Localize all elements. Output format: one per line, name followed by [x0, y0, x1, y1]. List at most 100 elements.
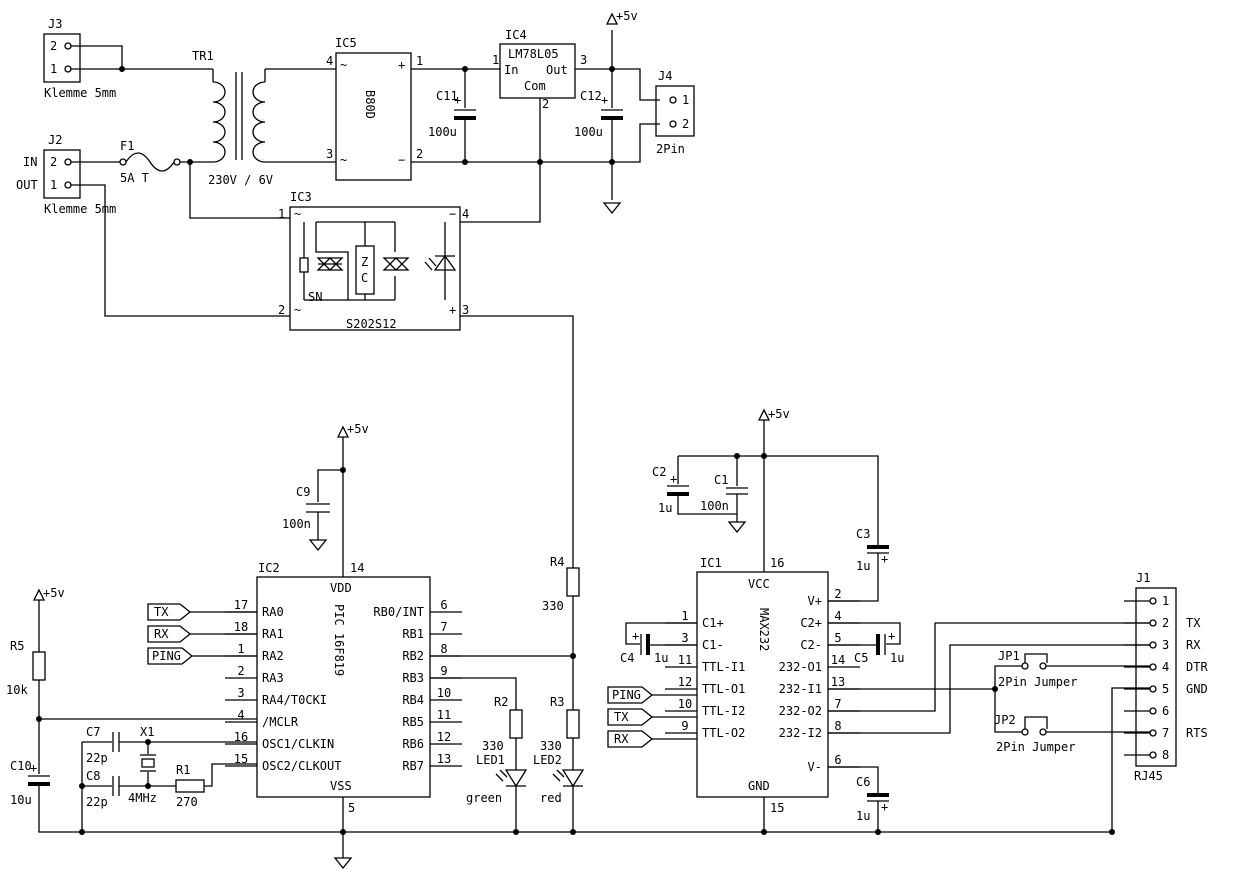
jp2-value: 2Pin Jumper [996, 740, 1075, 754]
ic2-pin-name: RB7 [402, 759, 424, 773]
vcc-label-3: +5v [43, 586, 65, 600]
svg-text:TX: TX [154, 605, 169, 619]
j4-value: 2Pin [656, 142, 685, 156]
led2: LED2 red [533, 753, 585, 805]
c3-ref: C3 [856, 527, 870, 541]
ic2-pin-number: 6 [440, 598, 447, 612]
c2-ref: C2 [652, 465, 666, 479]
j1-pin-signal: TX [1186, 616, 1201, 630]
ic1-pin-name: TTL-O1 [702, 682, 745, 696]
svg-text:+: + [632, 629, 639, 643]
ic1-pin-number: 5 [834, 631, 841, 645]
capacitor-c10: + C10 10u [10, 759, 50, 807]
r1-value: 270 [176, 795, 198, 809]
c2-value: 1u [658, 501, 672, 515]
ic4-com: Com [524, 79, 546, 93]
r4-ref: R4 [550, 555, 564, 569]
ic1-pin-name: 232-O2 [779, 704, 822, 718]
microcontroller-ic2: IC2 VDD 14 VSS 5 PIC 16F819 [256, 561, 431, 815]
ic2-pin-name: RA2 [262, 649, 284, 663]
ic1-pin-5: 5C2- [800, 631, 860, 652]
vcc-label-2: +5v [347, 422, 369, 436]
svg-text:+: + [449, 303, 456, 317]
ic1-gnd-pin: 15 [770, 801, 784, 815]
c4-value: 1u [654, 651, 668, 665]
j2-ref: J2 [48, 133, 62, 147]
j2-value: Klemme 5mm [44, 202, 116, 216]
ic1-pin-number: 14 [831, 653, 845, 667]
led2-ref: LED2 [533, 753, 562, 767]
ic2-pin-number: 16 [234, 730, 248, 744]
resistor-r1: R1 270 [175, 763, 205, 809]
ic1-pin-number: 12 [678, 675, 692, 689]
jp2-ref: JP2 [994, 713, 1016, 727]
port-rx-1: RX [147, 625, 192, 643]
ic2-pin-name: RA0 [262, 605, 284, 619]
ic2-pin-number: 10 [437, 686, 451, 700]
ic1-pin-number: 2 [834, 587, 841, 601]
j1-pin-number: 5 [1162, 682, 1169, 696]
c4-ref: C4 [620, 651, 634, 665]
ic1-pin-number: 13 [831, 675, 845, 689]
ic4-in: In [504, 63, 518, 77]
ic1-pin-number: 6 [834, 753, 841, 767]
ic2-value: PIC 16F819 [332, 604, 346, 676]
ic2-pin-name: RB4 [402, 693, 424, 707]
c7-value: 22p [86, 751, 108, 765]
ic2-pin-name: RB1 [402, 627, 424, 641]
connector-j2: J2 2 1 IN OUT Klemme 5mm [16, 133, 116, 216]
j3-ref: J3 [48, 17, 62, 31]
c6-value: 1u [856, 809, 870, 823]
resistor-r4: R4 330 [542, 555, 580, 613]
ic1-value: MAX232 [757, 608, 771, 651]
led1-ref: LED1 [476, 753, 505, 767]
svg-text:~: ~ [340, 58, 347, 72]
ic2-pin-number: 8 [440, 642, 447, 656]
j2-out-label: OUT [16, 178, 38, 192]
r5-value: 10k [6, 683, 28, 697]
j1-pin-signal: RTS [1186, 726, 1208, 740]
capacitor-c6: + C6 1u [856, 775, 889, 823]
svg-text:RX: RX [154, 627, 169, 641]
ic1-pin-name: TTL-I2 [702, 704, 745, 718]
svg-text:+: + [888, 629, 895, 643]
ic1-pin-2: 2V+ [808, 587, 860, 608]
ic1-pin-name: 232-I2 [779, 726, 822, 740]
j2-pin-2: 2 [50, 155, 57, 169]
capacitor-c9: C9 100n [282, 485, 330, 552]
ic4-pin-3: 3 [580, 53, 587, 67]
svg-text:TX: TX [614, 710, 629, 724]
svg-text:+: + [881, 800, 888, 814]
ic2-pin-number: 17 [234, 598, 248, 612]
ic3-pin-4: 4 [462, 207, 469, 221]
ic2-pin-number: 18 [234, 620, 248, 634]
j1-pin-2: 2 TX [1124, 616, 1201, 630]
r2-value: 330 [482, 739, 504, 753]
capacitor-c2: + C2 1u [652, 465, 689, 515]
r4-value: 330 [542, 599, 564, 613]
j1-pin-number: 2 [1162, 616, 1169, 630]
vcc-symbol-1: +5v [605, 9, 638, 25]
regulator-ic4: IC4 LM78L05 In Out Com 1 3 2 [492, 28, 587, 111]
svg-text:+: + [881, 552, 888, 566]
resistor-r5: R5 10k [6, 639, 46, 697]
capacitor-c5: + C5 1u [854, 629, 904, 665]
ic1-right-pins: 2V+4C2+5C2-14232-O113232-I17232-O28232-I… [779, 587, 860, 774]
c8-value: 22p [86, 795, 108, 809]
ic1-pin-number: 3 [681, 631, 688, 645]
r1-ref: R1 [176, 763, 190, 777]
c10-ref: C10 [10, 759, 32, 773]
tr1-value: 230V / 6V [208, 173, 273, 187]
transceiver-ic1: IC1 VCC 16 GND 15 MAX232 [696, 556, 829, 815]
led1: LED1 green [466, 753, 528, 805]
